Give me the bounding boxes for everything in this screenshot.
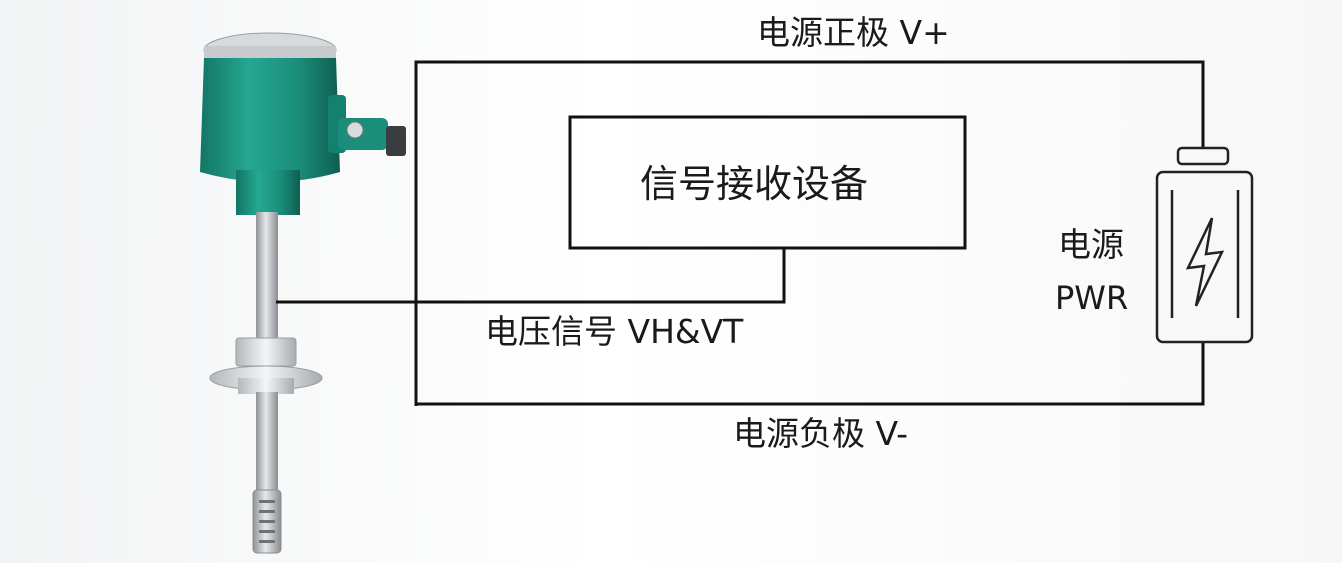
positive-wire [414, 60, 1205, 406]
circuit-wires [276, 60, 1205, 406]
receiver-box [568, 115, 967, 250]
voltage-signal-label: 电压信号 VH&VT [485, 312, 744, 351]
transmitter-sensor-icon [200, 32, 406, 554]
signal-wire [276, 248, 786, 304]
battery-icon [1155, 146, 1254, 344]
negative-wire [416, 342, 1205, 406]
positive-terminal-label: 电源正极 V+ [757, 13, 950, 52]
lightning-bolt-icon [1185, 217, 1225, 307]
negative-terminal-label: 电源负极 V- [733, 414, 909, 453]
power-label-en: PWR [1055, 279, 1129, 317]
power-label-cn: 电源 [1058, 225, 1124, 264]
receiver-device-label: 信号接收设备 [640, 162, 869, 206]
